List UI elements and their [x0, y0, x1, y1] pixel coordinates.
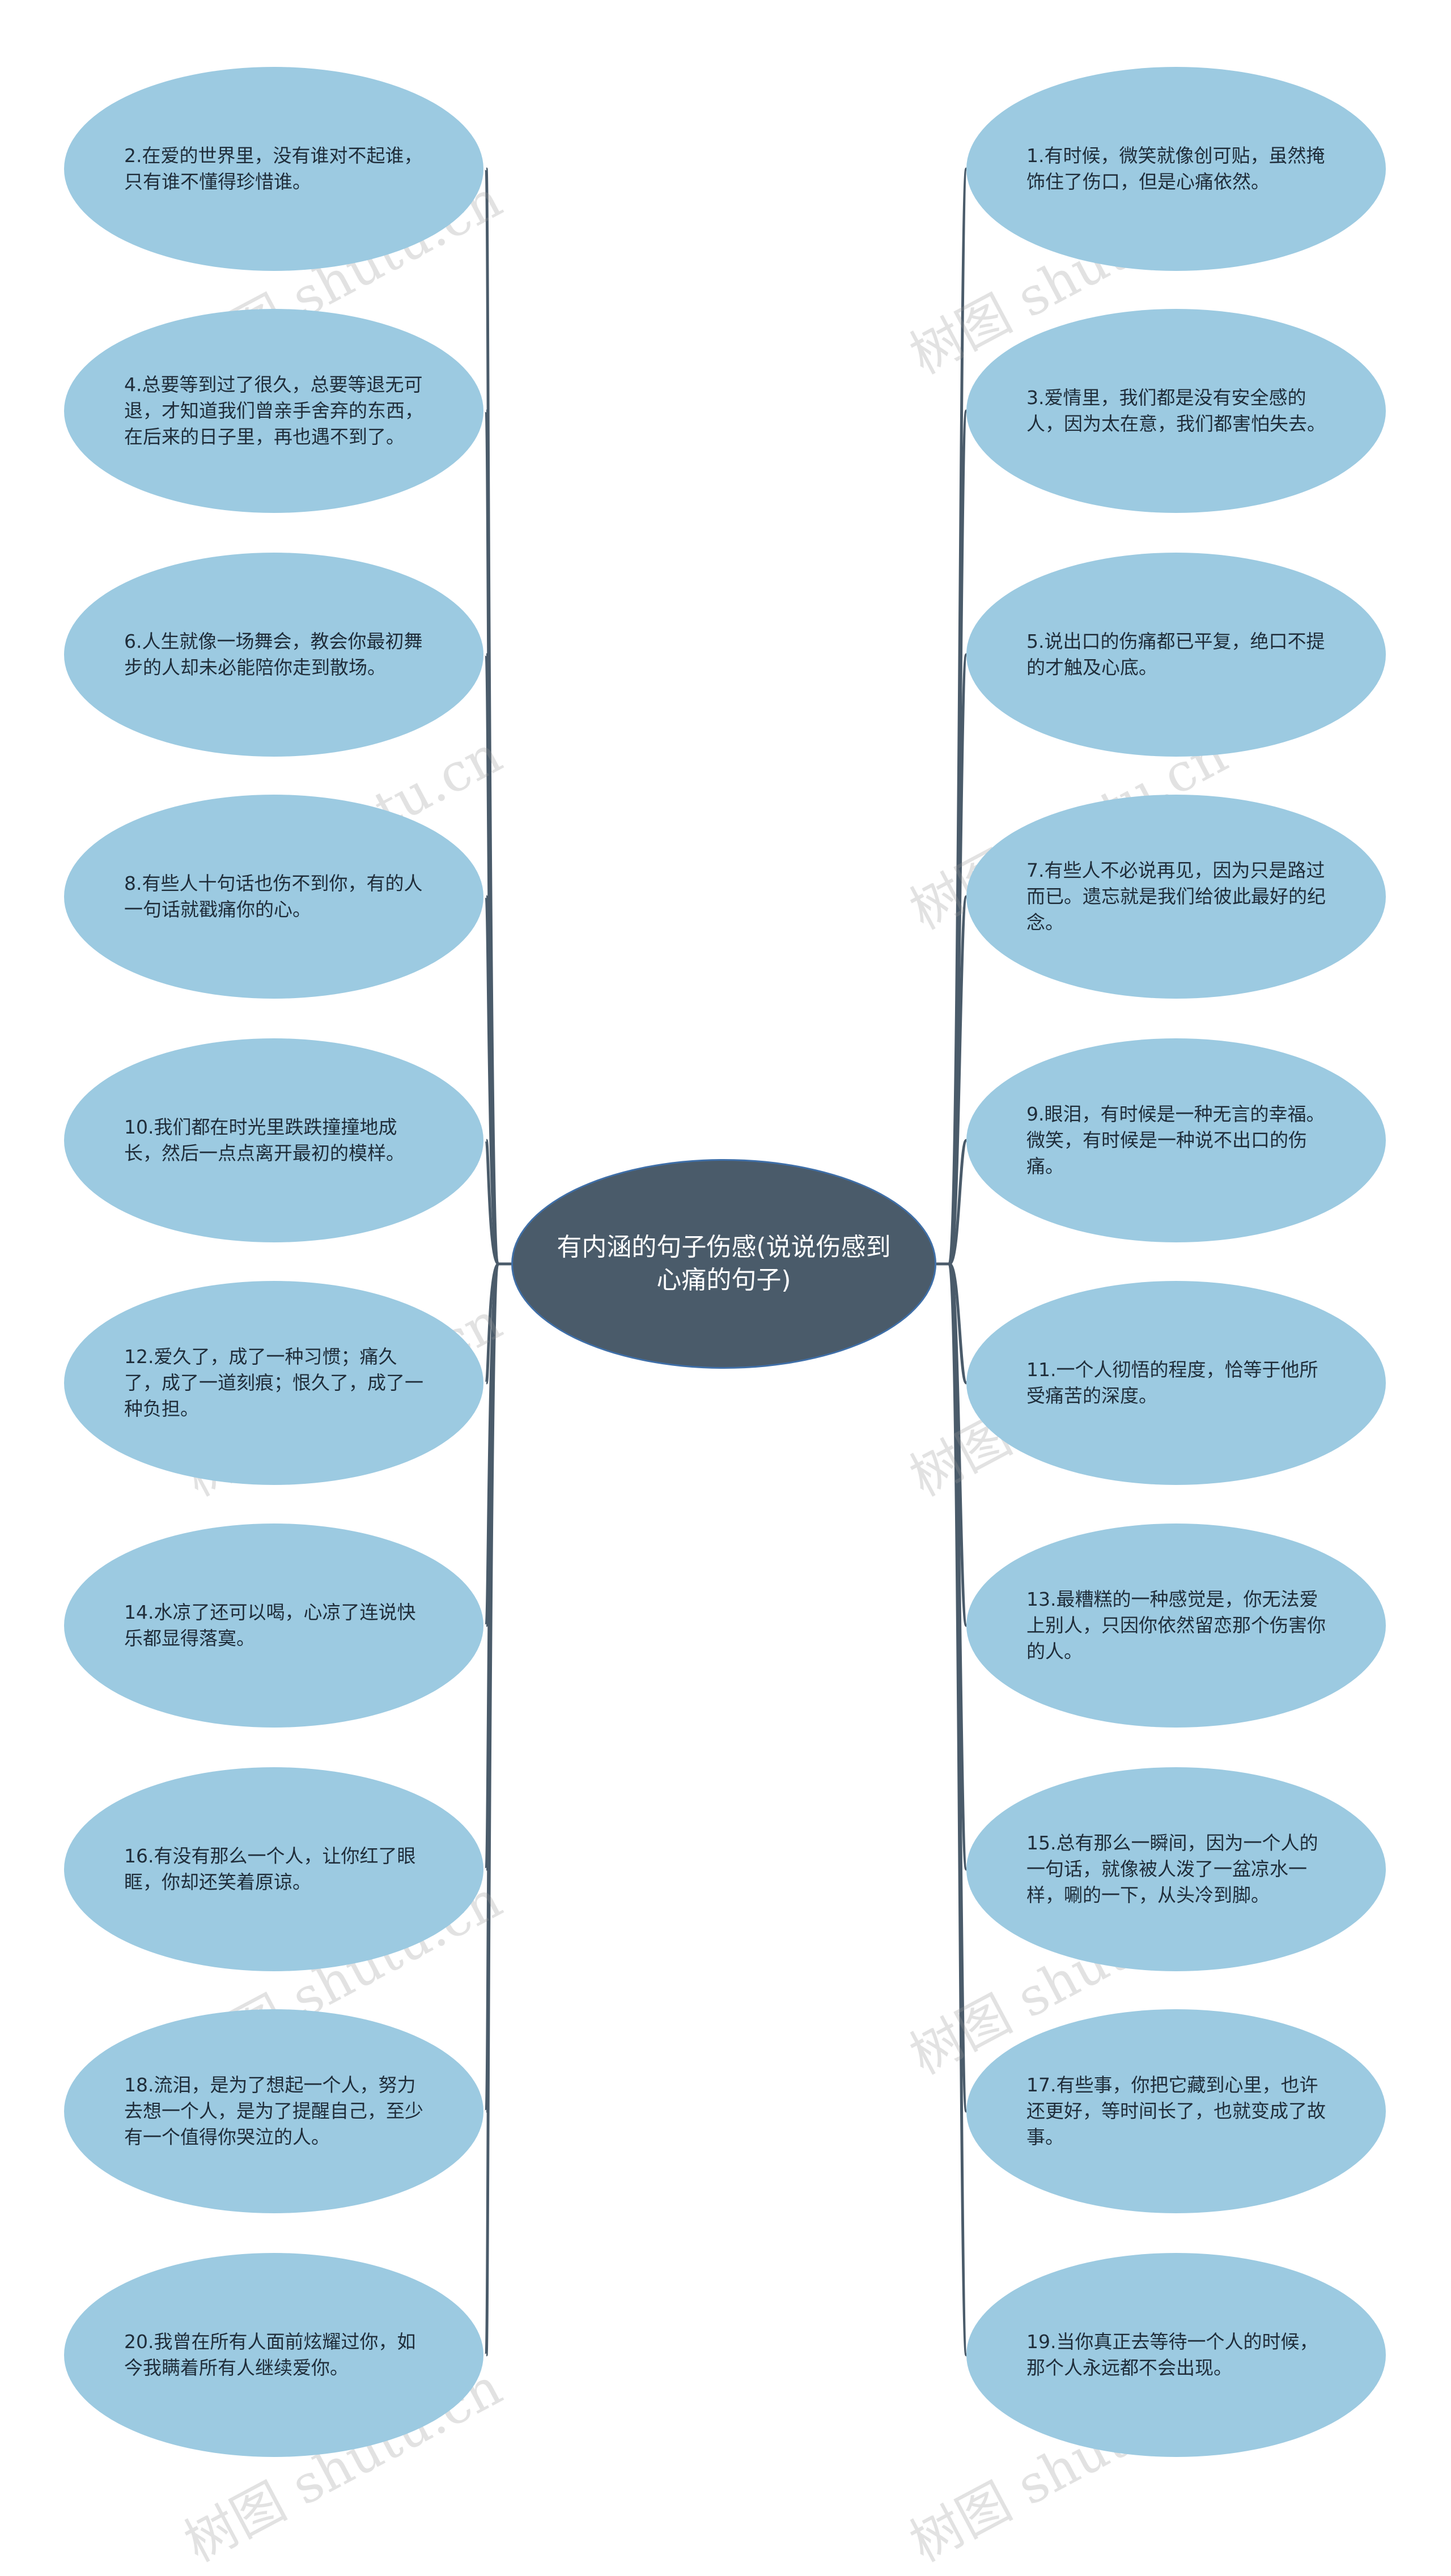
branch-node-right-4[interactable]: 7.有些人不必说再见，因为只是路过而已。遗忘就是我们给彼此最好的纪念。	[966, 795, 1386, 999]
branch-node-left-6[interactable]: 12.爱久了，成了一种习惯；痛久了，成了一道刻痕；恨久了，成了一种负担。	[64, 1281, 483, 1485]
branch-node-right-10[interactable]: 19.当你真正去等待一个人的时候，那个人永远都不会出现。	[966, 2253, 1386, 2457]
branch-node-left-4[interactable]: 8.有些人十句话也伤不到你，有的人一句话就戳痛你的心。	[64, 795, 483, 999]
branch-text: 4.总要等到过了很久，总要等退无可退，才知道我们曾亲手舍弃的东西，在后来的日子里…	[124, 374, 423, 448]
connector-left-5	[485, 1139, 500, 1266]
connector-left-4	[485, 895, 500, 1266]
central-topic-node[interactable]: 有内涵的句子伤感(说说伤感到心痛的句子)	[511, 1159, 936, 1369]
branch-text: 6.人生就像一场舞会，教会你最初舞步的人却未必能陪你走到散场。	[124, 630, 423, 678]
branch-node-right-8[interactable]: 15.总有那么一瞬间，因为一个人的一句话，就像被人泼了一盆凉水一样，唰的一下，从…	[966, 1767, 1386, 1971]
connector-right-4	[948, 895, 968, 1266]
branch-text: 15.总有那么一瞬间，因为一个人的一句话，就像被人泼了一盆凉水一样，唰的一下，从…	[1026, 1832, 1318, 1906]
branch-text: 20.我曾在所有人面前炫耀过你，如今我瞒着所有人继续爱你。	[124, 2331, 416, 2379]
branch-node-right-3[interactable]: 5.说出口的伤痛都已平复，绝口不提的才触及心底。	[966, 553, 1386, 757]
branch-text: 8.有些人十句话也伤不到你，有的人一句话就戳痛你的心。	[124, 872, 423, 920]
connector-left-10	[485, 1262, 500, 2357]
branch-text: 17.有些事，你把它藏到心里，也许还更好，等时间长了，也就变成了故事。	[1026, 2074, 1326, 2148]
branch-text: 2.在爱的世界里，没有谁对不起谁，只有谁不懂得珍惜谁。	[124, 145, 423, 193]
branch-node-right-1[interactable]: 1.有时候，微笑就像创可贴，虽然掩饰住了伤口，但是心痛依然。	[966, 67, 1386, 271]
branch-text: 18.流泪，是为了想起一个人，努力去想一个人，是为了提醒自己，至少有一个值得你哭…	[124, 2074, 423, 2148]
branch-node-left-7[interactable]: 14.水凉了还可以喝，心凉了连说快乐都显得落寞。	[64, 1523, 483, 1728]
connector-right-5	[948, 1139, 968, 1266]
branch-node-left-5[interactable]: 10.我们都在时光里跌跌撞撞地成长，然后一点点离开最初的模样。	[64, 1038, 483, 1242]
branch-text: 12.爱久了，成了一种习惯；痛久了，成了一道刻痕；恨久了，成了一种负担。	[124, 1346, 423, 1420]
branch-text: 11.一个人彻悟的程度，恰等于他所受痛苦的深度。	[1026, 1359, 1318, 1407]
branch-text: 14.水凉了还可以喝，心凉了连说快乐都显得落寞。	[124, 1601, 416, 1649]
branch-text: 1.有时候，微笑就像创可贴，虽然掩饰住了伤口，但是心痛依然。	[1026, 145, 1325, 193]
branch-node-right-9[interactable]: 17.有些事，你把它藏到心里，也许还更好，等时间长了，也就变成了故事。	[966, 2009, 1386, 2213]
branch-text: 10.我们都在时光里跌跌撞撞地成长，然后一点点离开最初的模样。	[124, 1116, 405, 1164]
central-topic-label: 有内涵的句子伤感(说说伤感到心痛的句子)	[557, 1233, 891, 1295]
branch-node-right-7[interactable]: 13.最糟糕的一种感觉是，你无法爱上别人，只因你依然留恋那个伤害你的人。	[966, 1523, 1386, 1728]
branch-text: 13.最糟糕的一种感觉是，你无法爱上别人，只因你依然留恋那个伤害你的人。	[1026, 1588, 1326, 1662]
branch-text: 7.有些人不必说再见，因为只是路过而已。遗忘就是我们给彼此最好的纪念。	[1026, 859, 1326, 933]
branch-node-left-3[interactable]: 6.人生就像一场舞会，教会你最初舞步的人却未必能陪你走到散场。	[64, 553, 483, 757]
connector-right-10	[948, 1262, 968, 2357]
branch-node-left-1[interactable]: 2.在爱的世界里，没有谁对不起谁，只有谁不懂得珍惜谁。	[64, 67, 483, 271]
branch-text: 5.说出口的伤痛都已平复，绝口不提的才触及心底。	[1026, 630, 1325, 678]
branch-node-right-2[interactable]: 3.爱情里，我们都是没有安全感的人，因为太在意，我们都害怕失去。	[966, 309, 1386, 513]
branch-text: 3.爱情里，我们都是没有安全感的人，因为太在意，我们都害怕失去。	[1026, 387, 1326, 435]
branch-node-left-8[interactable]: 16.有没有那么一个人，让你红了眼眶，你却还笑着原谅。	[64, 1767, 483, 1971]
branch-node-right-5[interactable]: 9.眼泪，有时候是一种无言的幸福。微笑，有时候是一种说不出口的伤痛。	[966, 1038, 1386, 1242]
branch-text: 19.当你真正去等待一个人的时候，那个人永远都不会出现。	[1026, 2331, 1318, 2379]
branch-node-left-2[interactable]: 4.总要等到过了很久，总要等退无可退，才知道我们曾亲手舍弃的东西，在后来的日子里…	[64, 309, 483, 513]
branch-text: 16.有没有那么一个人，让你红了眼眶，你却还笑着原谅。	[124, 1845, 416, 1893]
branch-node-left-10[interactable]: 20.我曾在所有人面前炫耀过你，如今我瞒着所有人继续爱你。	[64, 2253, 483, 2457]
branch-node-right-6[interactable]: 11.一个人彻悟的程度，恰等于他所受痛苦的深度。	[966, 1281, 1386, 1485]
branch-text: 9.眼泪，有时候是一种无言的幸福。微笑，有时候是一种说不出口的伤痛。	[1026, 1103, 1325, 1177]
branch-node-left-9[interactable]: 18.流泪，是为了想起一个人，努力去想一个人，是为了提醒自己，至少有一个值得你哭…	[64, 2009, 483, 2213]
